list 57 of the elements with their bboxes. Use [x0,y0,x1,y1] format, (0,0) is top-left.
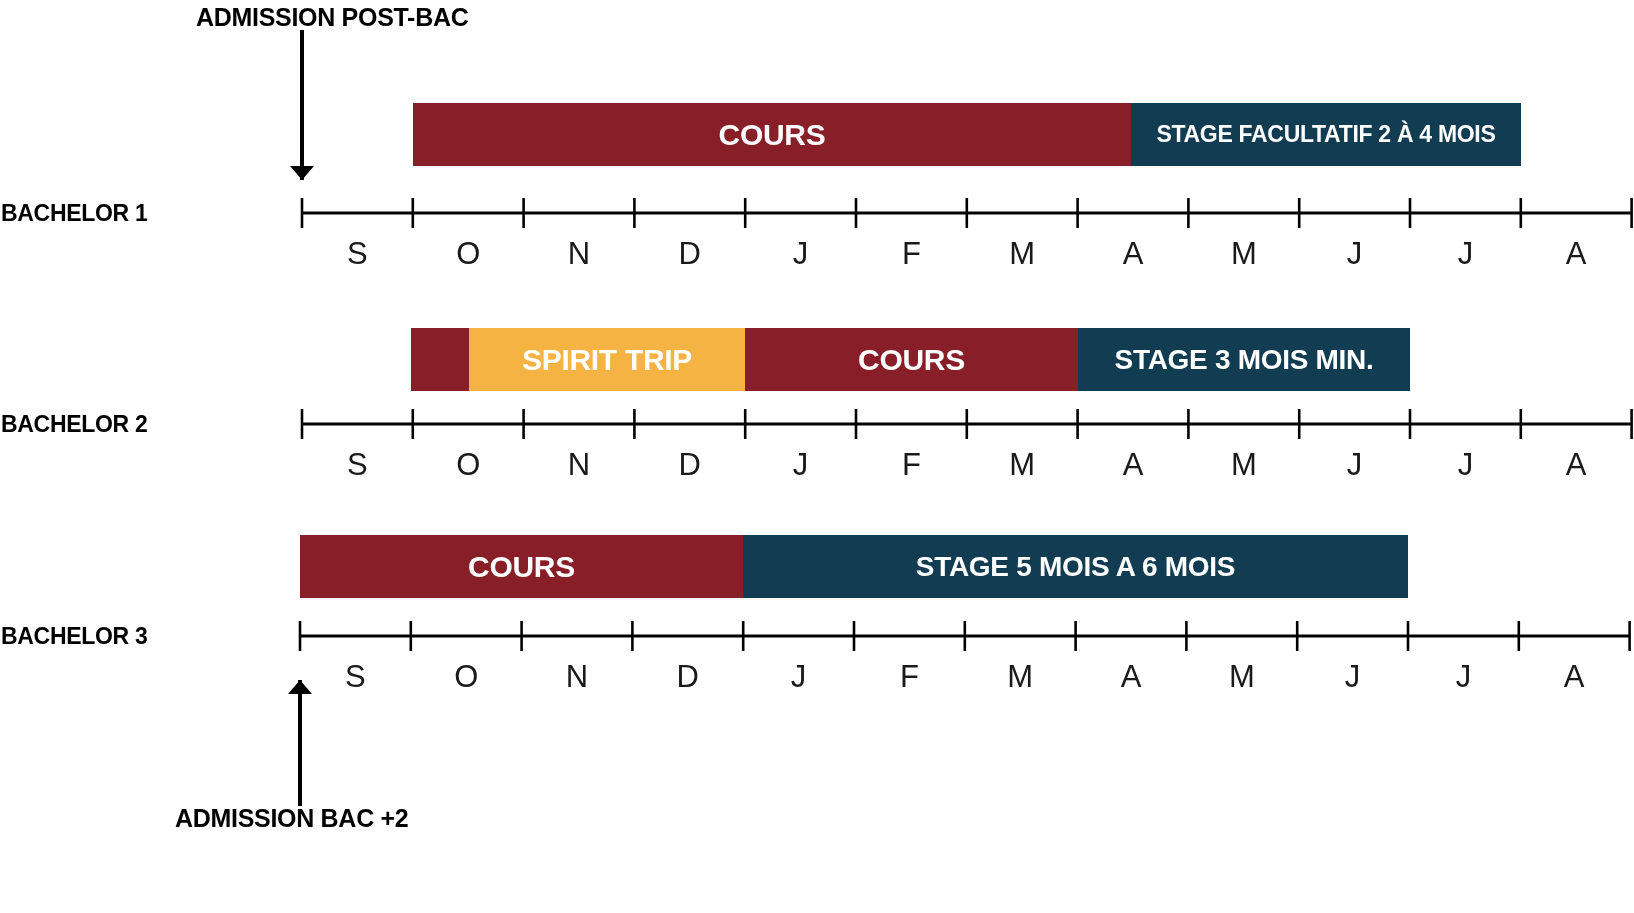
month-label: A [1120,660,1142,692]
month-label: F [901,237,921,269]
admission-label: ADMISSION BAC +2 [175,806,409,831]
month-label: O [456,448,481,480]
month-label: D [676,660,699,692]
month-label: J [1457,237,1474,269]
arrow [288,680,312,806]
month-label: F [899,660,919,692]
phase-label: STAGE 5 MOIS A 6 MOIS [915,552,1236,581]
month-label: J [1346,448,1363,480]
month-label: F [901,448,921,480]
phase-bar [1131,103,1521,166]
month-label: N [565,660,589,692]
month-label: M [1230,448,1257,480]
month-label: J [1457,448,1474,480]
month-label: M [1228,660,1255,692]
month-label: S [347,448,368,480]
phase-label: COURS [858,344,965,375]
month-label: S [345,660,366,692]
month-label: J [790,660,807,692]
month-label: D [678,448,701,480]
month-label: M [1007,660,1034,692]
month-label: A [1565,237,1587,269]
month-label: A [1122,237,1144,269]
month-label: M [1009,237,1036,269]
month-label: J [1346,237,1363,269]
phase-label: COURS [718,119,826,150]
row-label: BACHELOR 2 [1,412,148,436]
phase-label: STAGE 3 MOIS MIN. [1114,345,1374,374]
month-label: A [1122,448,1144,480]
month-label: O [456,237,481,269]
month-label: A [1563,660,1585,692]
month-label: J [1455,660,1472,692]
month-label: M [1009,448,1036,480]
month-label: S [347,237,368,269]
phase-bar [411,328,469,391]
month-label: O [454,660,479,692]
phase-label: SPIRIT TRIP [521,344,693,375]
month-label: J [1344,660,1361,692]
arrow [290,30,314,180]
phase-bar [1078,328,1410,391]
admission-label: ADMISSION POST-BAC [196,5,469,30]
month-label: M [1230,237,1257,269]
phase-bar [745,328,1078,391]
phase-bar [743,535,1408,598]
phase-bar [469,328,745,391]
phase-bar [413,103,1131,166]
month-label: N [567,448,591,480]
row-label: BACHELOR 3 [1,624,148,648]
month-label: J [792,448,809,480]
phase-label: COURS [468,551,575,582]
month-label: N [567,237,591,269]
month-label: D [678,237,701,269]
month-label: A [1565,448,1587,480]
row-label: BACHELOR 1 [1,201,148,225]
phase-bar [300,535,743,598]
month-label: J [792,237,809,269]
